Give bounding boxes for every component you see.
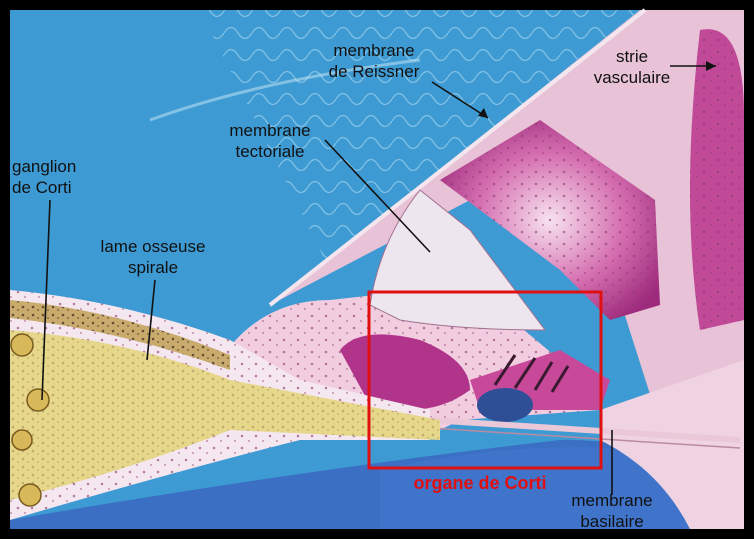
label-ganglion-de-corti: ganglion de Corti	[12, 156, 96, 198]
label-strie-vasculaire: strie vasculaire	[586, 46, 678, 88]
ganglion-line-2: de Corti	[12, 177, 96, 198]
label-membrane-basilaire: membrane basilaire	[552, 490, 672, 532]
reissner-line-2: de Reissner	[306, 61, 442, 82]
label-lame-osseuse-spirale: lame osseuse spirale	[78, 236, 228, 278]
label-membrane-tectoriale: membrane tectoriale	[208, 120, 332, 162]
lame-line-2: spirale	[78, 257, 228, 278]
basilaire-line-1: membrane	[552, 490, 672, 511]
ganglion-line-1: ganglion	[12, 156, 96, 177]
reissner-line-1: membrane	[306, 40, 442, 61]
tectoriale-line-2: tectoriale	[208, 141, 332, 162]
organe-text: organe de Corti	[390, 473, 570, 494]
lame-line-1: lame osseuse	[78, 236, 228, 257]
label-membrane-de-reissner: membrane de Reissner	[306, 40, 442, 82]
label-organe-de-corti: organe de Corti	[390, 473, 570, 494]
basilaire-line-2: basilaire	[552, 511, 672, 532]
tectoriale-line-1: membrane	[208, 120, 332, 141]
strie-line-2: vasculaire	[586, 67, 678, 88]
strie-line-1: strie	[586, 46, 678, 67]
